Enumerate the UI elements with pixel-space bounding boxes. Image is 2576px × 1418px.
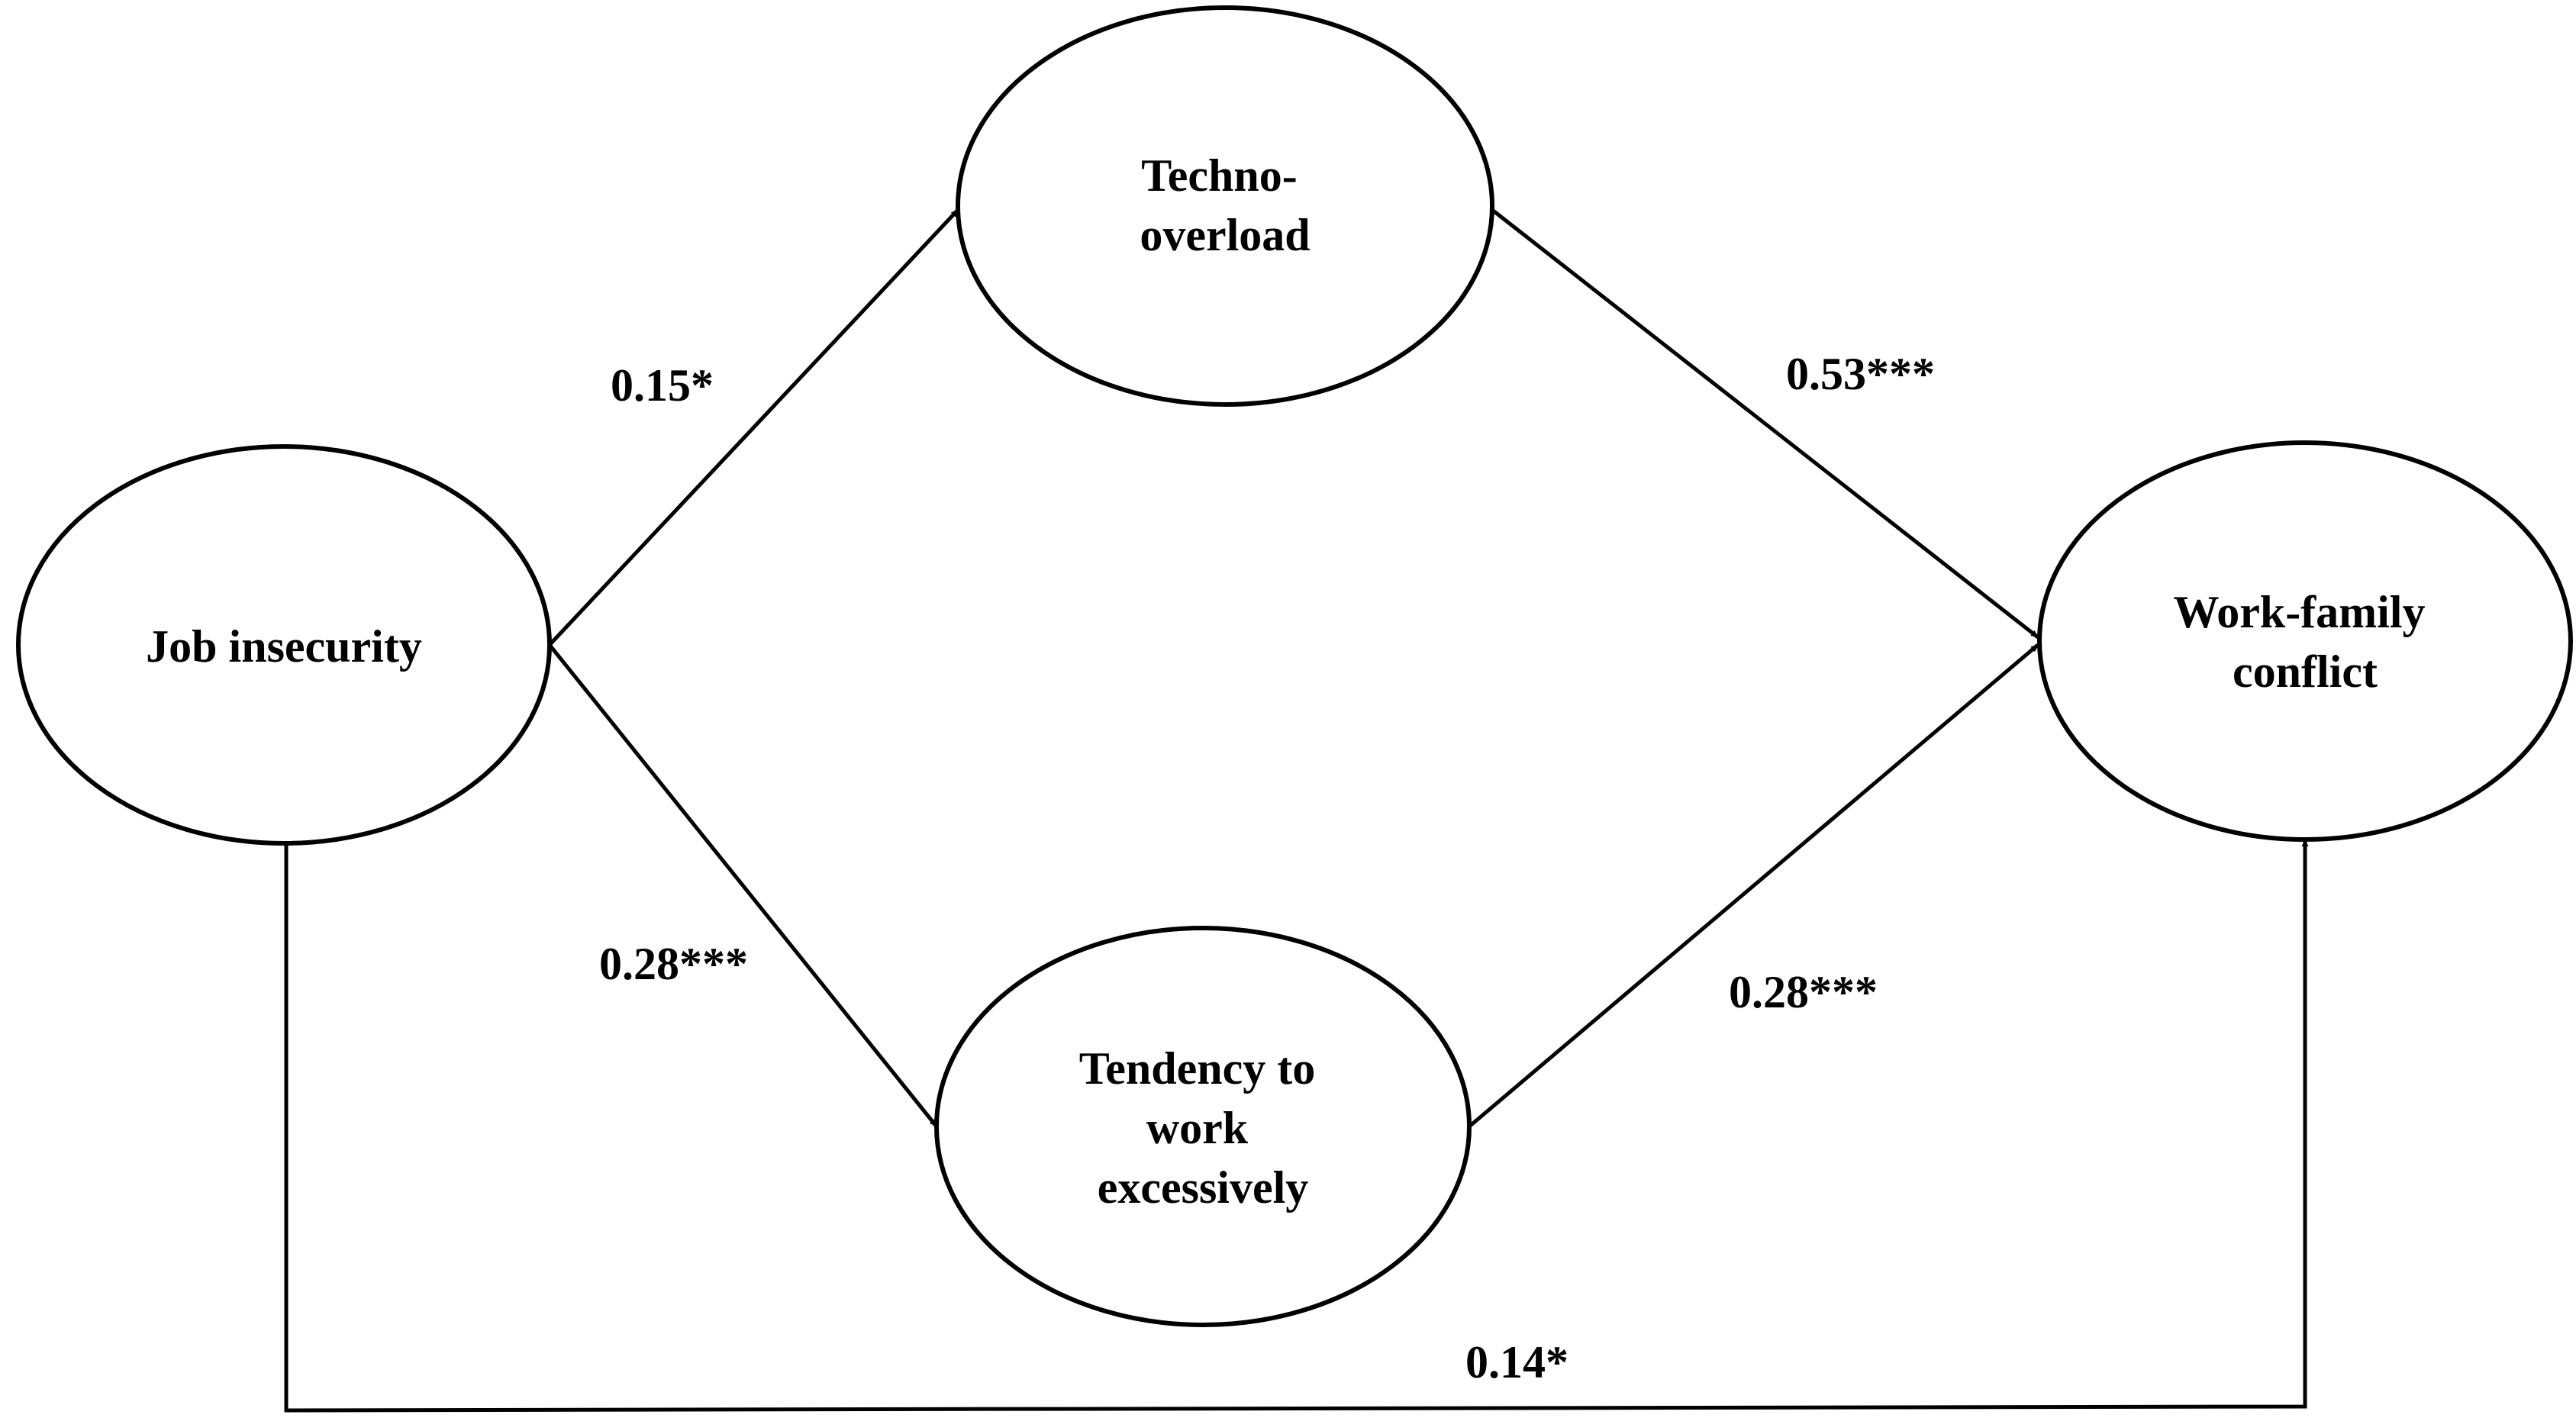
- edge-label-job-insecurity-to-techno-overload: 0.15*: [611, 360, 714, 411]
- edge-techno-overload-to-work-family: [1491, 208, 2039, 639]
- node-tendency-to-work-excessively: Tendency to work excessively: [934, 926, 1472, 1327]
- edge-job-insecurity-to-tendency: [548, 643, 938, 1128]
- edge-job-insecurity-to-techno-overload: [548, 208, 959, 646]
- node-work-family-conflict: Work-family conflict: [2037, 440, 2573, 842]
- edge-label-job-insecurity-to-tendency: 0.28***: [599, 939, 748, 989]
- edge-label-tendency-to-work-family: 0.28***: [1729, 967, 1878, 1017]
- edge-label-techno-overload-to-work-family: 0.53***: [1786, 349, 1935, 399]
- node-label-tendency-to-work-excessively: Tendency to work excessively: [1079, 1043, 1327, 1213]
- edge-job-insecurity-to-work-family-direct: [284, 840, 2309, 1413]
- node-label-techno-overload: Techno- overload: [1140, 150, 1310, 260]
- edge-label-job-insecurity-to-work-family-direct: 0.14*: [1465, 1337, 1568, 1387]
- node-label-work-family-conflict: Work-family conflict: [2174, 587, 2437, 697]
- node-label-job-insecurity: Job insecurity: [146, 621, 422, 672]
- node-job-insecurity: Job insecurity: [16, 444, 552, 846]
- edge-tendency-to-work-family: [1468, 643, 2039, 1128]
- node-techno-overload: Techno- overload: [956, 5, 1494, 407]
